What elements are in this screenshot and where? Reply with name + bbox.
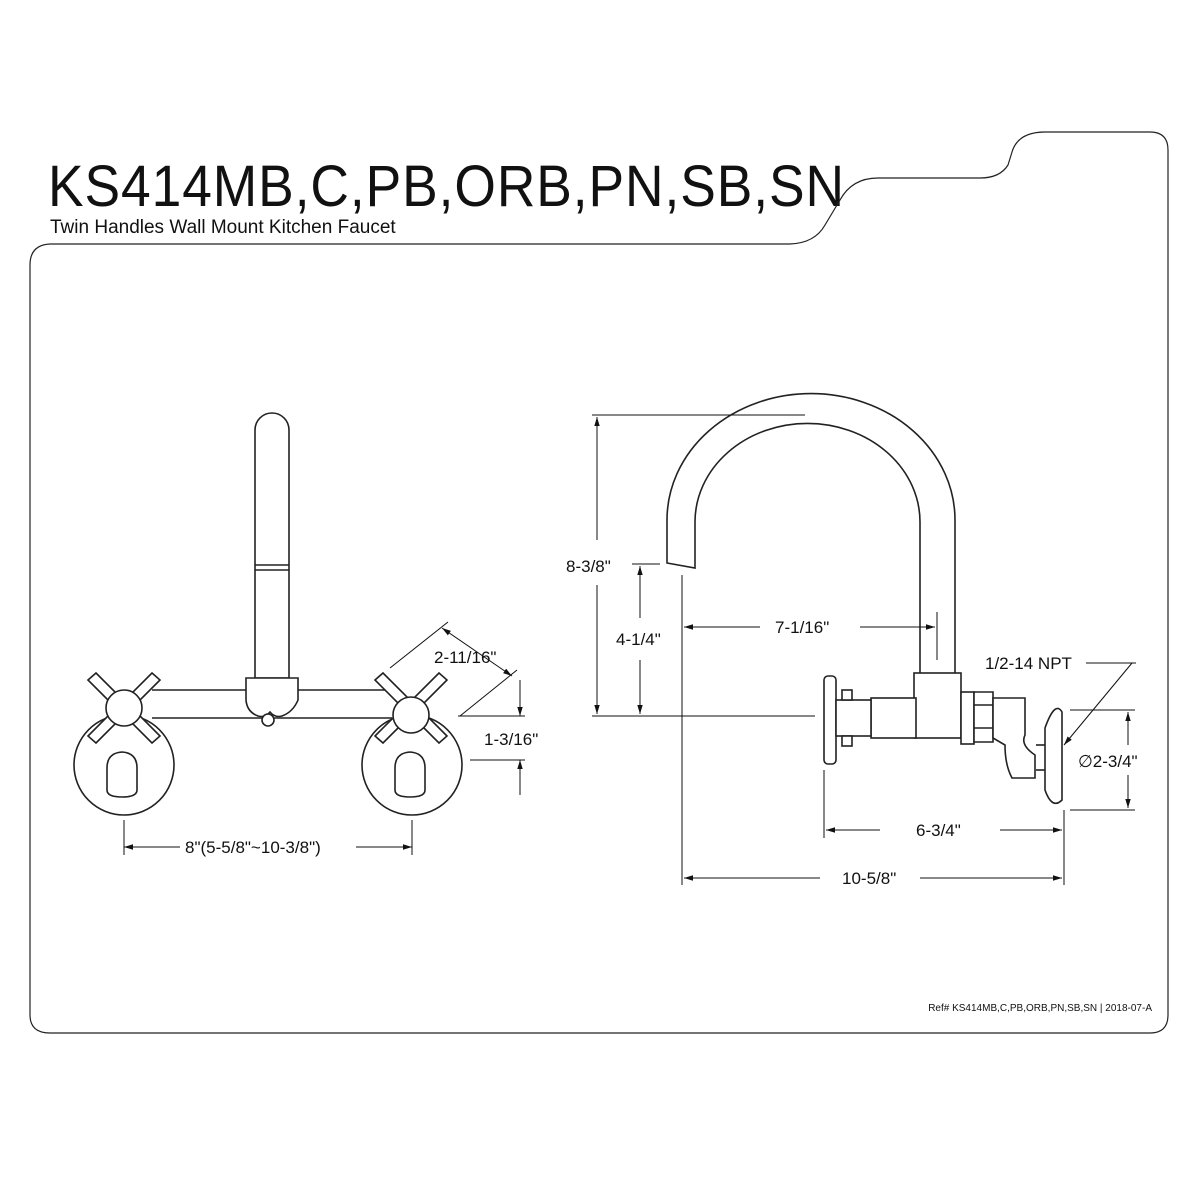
front-center-tee	[245, 677, 299, 718]
dim-centers: 8"(5-5/8"~10-3/8")	[185, 838, 321, 857]
front-spout	[254, 412, 290, 679]
dim-total-depth: 10-5/8"	[842, 869, 896, 888]
front-view-faucet	[73, 412, 463, 816]
dim-body-depth: 6-3/4"	[916, 821, 961, 840]
frame-border	[29, 131, 1169, 1034]
side-dimensions	[592, 414, 1136, 885]
dim-total-height: 8-3/8"	[566, 557, 611, 576]
dim-spout-reach: 7-1/16"	[775, 618, 829, 637]
reference-note: Ref# KS414MB,C,PB,ORB,PN,SB,SN | 2018-07…	[928, 1003, 1152, 1014]
dim-flange-diameter: ∅2-3/4"	[1078, 752, 1138, 771]
side-handle	[823, 675, 872, 765]
dim-thread: 1/2-14 NPT	[985, 654, 1072, 673]
page-title: KS414MB,C,PB,ORB,PN,SB,SN	[48, 154, 845, 219]
front-right-handle	[373, 671, 449, 745]
side-spout	[666, 392, 956, 681]
dim-handle-offset: 1-3/16"	[484, 730, 538, 749]
dim-handle-spread: 2-11/16"	[434, 648, 496, 667]
side-flange	[1044, 707, 1063, 805]
dim-outlet-height: 4-1/4"	[616, 630, 661, 649]
page-subtitle: Twin Handles Wall Mount Kitchen Faucet	[50, 217, 396, 238]
side-view-faucet	[666, 392, 1063, 805]
front-left-handle	[86, 671, 162, 745]
front-dimensions	[123, 621, 525, 855]
